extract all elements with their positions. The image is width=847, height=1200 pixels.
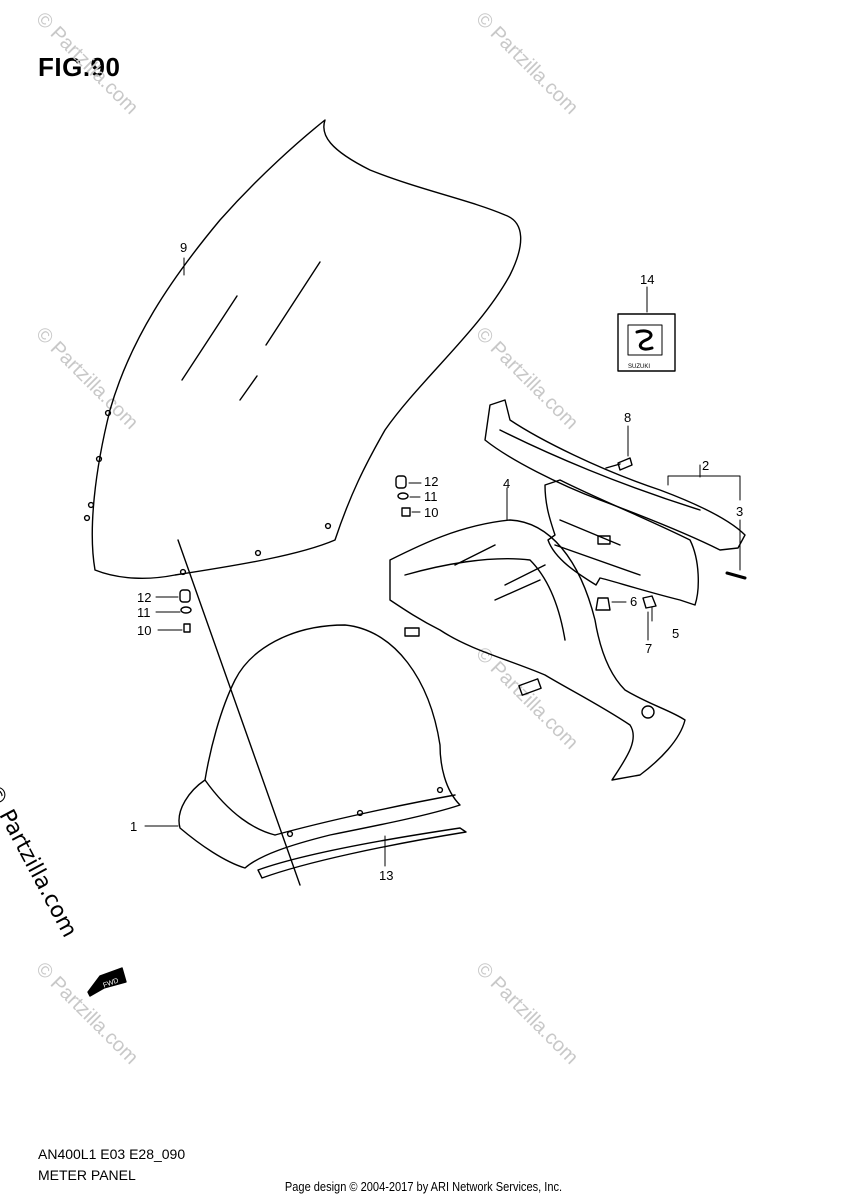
guide-line: [177, 539, 301, 886]
callout-6[interactable]: 6: [630, 594, 637, 609]
callout-labels: 9 14 8 2 4 3 12 11 10 6 5 7 12 11 10 1 1…: [102, 240, 743, 989]
bracket-part[interactable]: [544, 479, 699, 606]
upper-fastener-stack[interactable]: [395, 475, 411, 517]
callout-2[interactable]: 2: [702, 458, 709, 473]
lower-fastener-stack[interactable]: [179, 589, 192, 633]
forward-arrow-icon: [87, 967, 127, 997]
watermark: © Partzilla.com: [31, 8, 142, 119]
callout-12[interactable]: 12: [137, 590, 151, 605]
callout-7[interactable]: 7: [645, 641, 652, 656]
screw-part[interactable]: [605, 457, 633, 471]
callout-11[interactable]: 11: [424, 489, 438, 504]
emblem-part[interactable]: [617, 313, 676, 372]
watermark: © Partzilla.com: [471, 8, 582, 119]
watermarks: © Partzilla.com © Partzilla.com © Partzi…: [31, 8, 582, 1069]
emblem-text: SUZUKI: [628, 364, 650, 370]
watermark: © Partzilla.com: [31, 958, 142, 1069]
callout-14[interactable]: 14: [640, 272, 654, 287]
meter-bracket-part[interactable]: [484, 399, 746, 551]
watermark: © Partzilla.com: [31, 323, 142, 434]
callout-9[interactable]: 9: [180, 240, 187, 255]
seal-part[interactable]: [257, 827, 467, 879]
pin-part[interactable]: [725, 571, 747, 580]
callout-10[interactable]: 10: [137, 623, 151, 638]
watermark: © Partzilla.com: [471, 958, 582, 1069]
nut-part[interactable]: [642, 595, 657, 609]
callout-5[interactable]: 5: [672, 626, 679, 641]
windscreen-part[interactable]: [83, 119, 522, 579]
watermark: © Partzilla.com: [471, 643, 582, 754]
clip-part[interactable]: [595, 597, 611, 611]
callout-12[interactable]: 12: [424, 474, 438, 489]
page-footer: Page design © 2004-2017 by ARI Network S…: [284, 1179, 563, 1194]
callout-13[interactable]: 13: [379, 868, 393, 883]
callout-10[interactable]: 10: [424, 505, 438, 520]
inner-panel-part[interactable]: [389, 519, 686, 781]
figure-title: FIG.90: [38, 52, 121, 82]
callout-11[interactable]: 11: [137, 605, 151, 620]
section-name: METER PANEL: [38, 1167, 136, 1183]
meter-panel-cover-part[interactable]: [178, 624, 461, 869]
callout-4[interactable]: 4: [503, 476, 510, 491]
leader-lines: [144, 257, 741, 867]
callout-8[interactable]: 8: [624, 410, 631, 425]
callout-3[interactable]: 3: [736, 504, 743, 519]
callout-1[interactable]: 1: [130, 819, 137, 834]
model-code: AN400L1 E03 E28_090: [38, 1146, 186, 1162]
